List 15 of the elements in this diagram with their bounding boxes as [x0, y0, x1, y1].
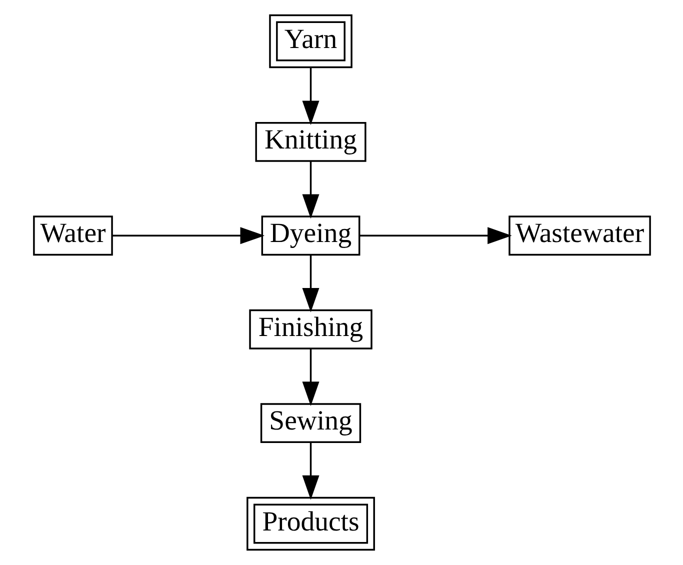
arrow [302, 254, 319, 312]
arrow [302, 68, 319, 126]
arrow [302, 348, 319, 406]
node-box: Wastewater [508, 216, 650, 256]
node-box: Water [32, 216, 112, 256]
node-box: Finishing [248, 309, 372, 350]
arrow [302, 161, 319, 219]
node-box: Knitting [254, 122, 366, 162]
node-box: Sewing [260, 403, 361, 444]
arrow [359, 227, 512, 244]
arrow [302, 442, 319, 500]
arrow [112, 227, 264, 244]
node-box: Dyeing [260, 216, 360, 256]
node-box: Products [246, 496, 374, 551]
node-box: Yarn [268, 14, 352, 68]
